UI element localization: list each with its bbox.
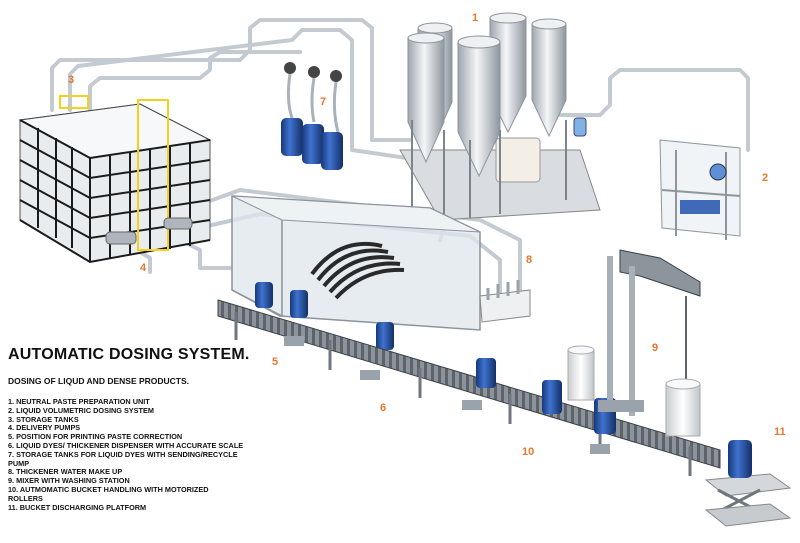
dye-storage-drums bbox=[281, 62, 343, 170]
legend-item: 8. THICKENER WATER MAKE UP bbox=[8, 467, 123, 477]
ibc-highlight bbox=[137, 99, 169, 251]
page-subtitle: DOSING OF LIQUD AND DENSE PRODUCTS. bbox=[8, 376, 190, 386]
callout-8: 8 bbox=[526, 254, 533, 266]
callout-1: 1 bbox=[472, 12, 479, 24]
callout-6: 6 bbox=[380, 402, 387, 414]
bucket-conveyor bbox=[217, 299, 721, 476]
legend-item: 9. MIXER WITH WASHING STATION bbox=[8, 476, 130, 486]
discharging-platform bbox=[704, 440, 792, 527]
legend-item: 5. POSITION FOR PRINTING PASTE CORRECTIO… bbox=[8, 432, 183, 442]
legend-item: 1. NEUTRAL PASTE PREPARATION UNIT bbox=[8, 397, 150, 406]
legend-item: 7. STORAGE TANKS FOR LIQUID DYES WITH SE… bbox=[8, 449, 238, 468]
legend-item: 3. STORAGE TANKS bbox=[8, 414, 79, 424]
callout-10: 10 bbox=[522, 446, 535, 458]
callout-3: 3 bbox=[68, 74, 75, 86]
callout-9: 9 bbox=[652, 342, 659, 354]
legend-item: 10. AUTMOMATIC BUCKET HANDLING WITH MOTO… bbox=[8, 484, 209, 503]
legend-item: 4. DELIVERY PUMPS bbox=[8, 423, 81, 433]
thickener-water-makeup bbox=[479, 280, 531, 323]
storage-tanks bbox=[18, 95, 212, 264]
page-title: AUTOMATIC DOSING SYSTEM. bbox=[8, 346, 250, 363]
component-legend: 1. NEUTRAL PASTE PREPARATION UNIT 2. LIQ… bbox=[8, 397, 244, 512]
dispenser-enclosure bbox=[231, 195, 481, 350]
callout-11: 11 bbox=[774, 426, 786, 438]
callout-2: 2 bbox=[762, 172, 769, 184]
callout-4: 4 bbox=[140, 262, 147, 274]
mixer-station bbox=[567, 249, 701, 437]
legend-item: 2. LIQUID VOLUMETRIC DOSING SYSTEM bbox=[8, 405, 154, 415]
silo-unit bbox=[399, 12, 601, 221]
legend-item: 6. LIQUID DYES/ THICKENER DISPENSER WITH… bbox=[8, 440, 244, 450]
volumetric-dosing-system bbox=[659, 139, 741, 240]
delivery-pumps bbox=[105, 217, 193, 245]
callout-5: 5 bbox=[272, 356, 279, 368]
callout-7: 7 bbox=[320, 96, 327, 108]
legend-item: 11. BUCKET DISCHARGING PLATFORM bbox=[8, 502, 147, 512]
